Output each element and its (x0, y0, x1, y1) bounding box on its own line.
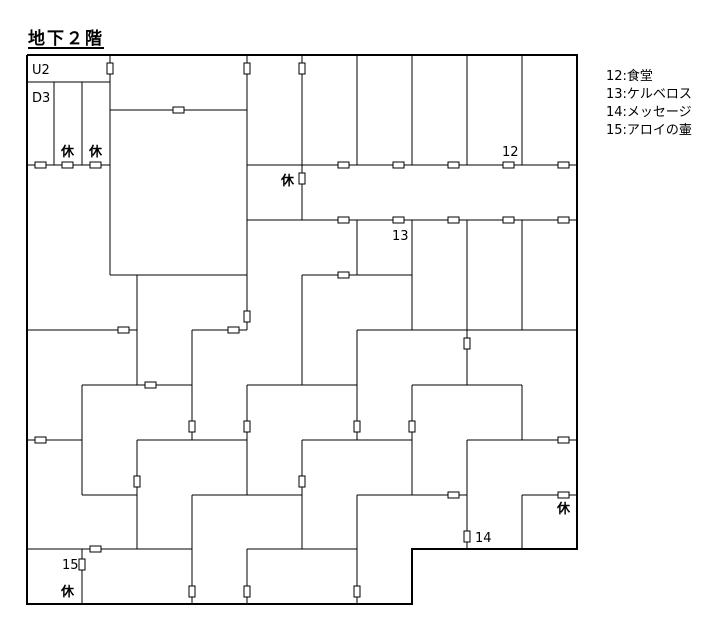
door (61, 161, 74, 169)
door (298, 172, 306, 185)
door (188, 585, 196, 598)
door (392, 161, 405, 169)
room-number-12: 12 (502, 145, 519, 160)
door (188, 420, 196, 433)
rest-point: 休 (556, 501, 571, 517)
door (557, 491, 570, 499)
door (144, 381, 157, 389)
room-number-15: 15 (62, 558, 79, 573)
door (353, 420, 361, 433)
door (557, 161, 570, 169)
legend-item-13: 13:ケルベロス (606, 87, 692, 102)
door (447, 491, 460, 499)
door (392, 216, 405, 224)
outer-wall (26, 54, 578, 605)
door (408, 420, 416, 433)
legend-item-15: 15:アロイの壷 (606, 123, 692, 138)
door (243, 62, 251, 75)
rest-point: 休 (88, 144, 103, 160)
rest-point: 休 (60, 144, 75, 160)
stairs-down-label: D3 (32, 91, 50, 106)
door (243, 420, 251, 433)
room-number-14: 14 (475, 531, 492, 546)
rest-point: 休 (60, 584, 75, 600)
door (447, 216, 460, 224)
door (133, 475, 141, 488)
door (106, 62, 114, 75)
door (34, 436, 47, 444)
door (117, 326, 130, 334)
door (502, 216, 515, 224)
door (298, 475, 306, 488)
door (298, 62, 306, 75)
door (557, 216, 570, 224)
room-number-13: 13 (392, 229, 409, 244)
legend-item-14: 14:メッセージ (606, 105, 692, 120)
door (227, 326, 240, 334)
doors (34, 62, 570, 598)
door (353, 585, 361, 598)
door (243, 310, 251, 323)
door (502, 161, 515, 169)
door (337, 271, 350, 279)
door (78, 558, 86, 571)
inner-walls (27, 55, 577, 604)
door (463, 337, 471, 350)
door (337, 216, 350, 224)
door (34, 161, 47, 169)
door (243, 585, 251, 598)
door (337, 161, 350, 169)
door (89, 161, 102, 169)
door (447, 161, 460, 169)
legend-item-12: 12:食堂 (606, 69, 653, 84)
door (463, 530, 471, 543)
stairs-up-label: U2 (32, 63, 50, 78)
door (172, 106, 185, 114)
door (557, 436, 570, 444)
rest-point: 休 (280, 173, 295, 189)
map-title: 地下２階 (28, 28, 104, 49)
door (89, 545, 102, 553)
